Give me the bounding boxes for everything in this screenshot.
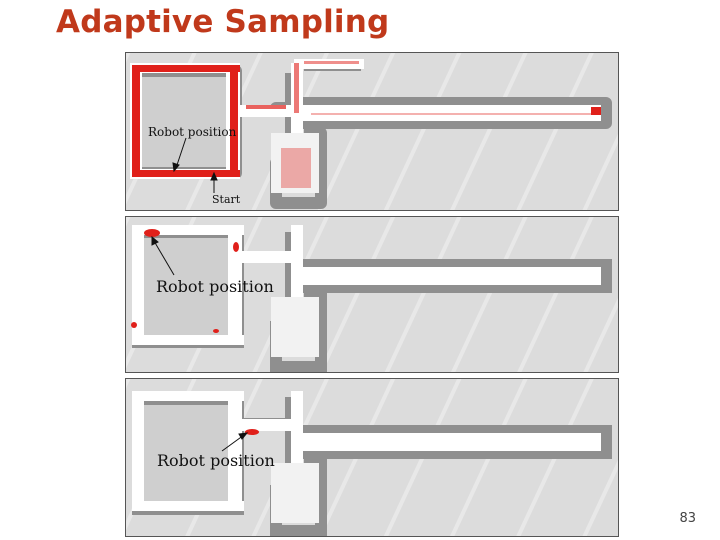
slide-title: Adaptive Sampling <box>56 4 390 40</box>
robot-position-label-1: Robot position <box>148 125 237 139</box>
occupancy-map-1 <box>126 53 618 210</box>
annotation-arrow-3 <box>221 432 249 452</box>
map-panel-2: Robot position <box>125 216 619 373</box>
page-number: 83 <box>679 511 696 526</box>
map-corridors <box>132 225 601 357</box>
annotation-arrow-2 <box>151 235 175 276</box>
particle-cloud-3 <box>245 429 259 435</box>
annotation-arrows-1 <box>172 137 218 193</box>
map-panel-3: Robot position <box>125 378 619 537</box>
occupancy-map-2 <box>126 217 618 372</box>
start-label: Start <box>212 193 241 206</box>
robot-position-label-3: Robot position <box>157 451 275 470</box>
robot-position-label-2: Robot position <box>156 277 274 296</box>
occupancy-map-3 <box>126 379 618 536</box>
particle-cloud-1 <box>132 61 601 188</box>
map-corridors <box>132 391 601 523</box>
map-panel-1: Robot position Start <box>125 52 619 211</box>
particle-cloud-2 <box>131 229 239 333</box>
